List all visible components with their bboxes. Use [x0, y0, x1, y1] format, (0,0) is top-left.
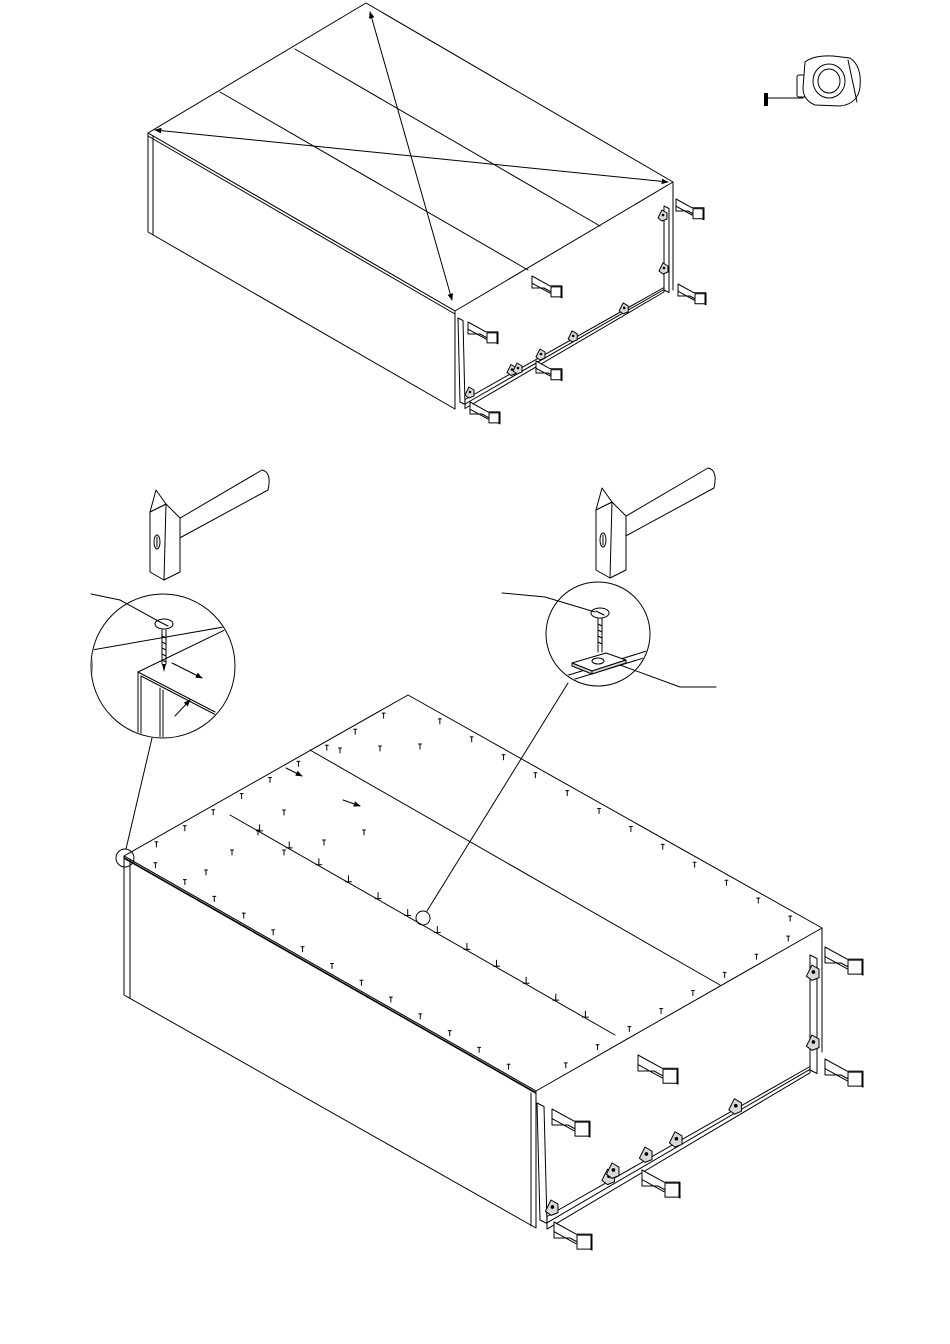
rail-post	[537, 1103, 547, 1224]
screw-plate-detail	[502, 582, 716, 688]
carcass-top-view	[148, 3, 673, 409]
hammer-icon	[596, 468, 715, 578]
rail-long	[465, 288, 664, 409]
rail-long	[547, 1067, 810, 1230]
rail-post	[458, 318, 465, 405]
hammer-handle	[616, 468, 715, 538]
screw-edge-detail	[91, 594, 235, 740]
carcass-nailed-view	[116, 683, 822, 1228]
hammer-handle	[170, 470, 269, 540]
hammer-icon	[150, 470, 269, 580]
tape-measure-icon	[764, 56, 860, 106]
